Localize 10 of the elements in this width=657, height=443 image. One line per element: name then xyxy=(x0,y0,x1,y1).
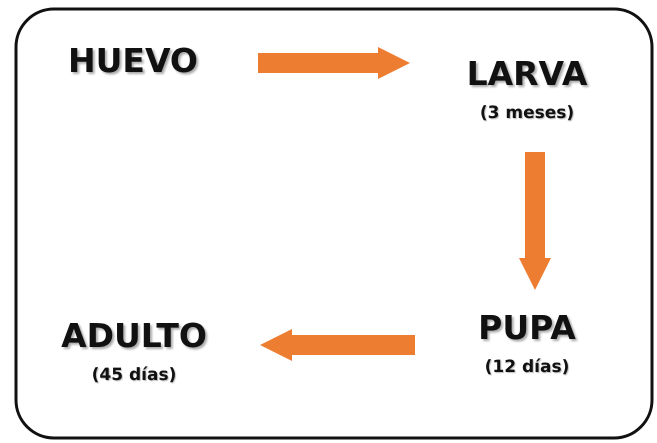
stage-label: HUEVO xyxy=(68,40,198,80)
stage-label: LARVA xyxy=(466,54,588,93)
duration-label: (12 días) xyxy=(484,357,570,377)
duration-label: (3 meses) xyxy=(480,103,574,123)
arrow xyxy=(260,329,415,361)
arrow xyxy=(519,152,551,290)
stage-label: ADULTO xyxy=(61,316,207,354)
arrow xyxy=(258,47,410,79)
stage-label: PUPA xyxy=(478,308,576,347)
duration-label: (45 días) xyxy=(92,364,176,384)
